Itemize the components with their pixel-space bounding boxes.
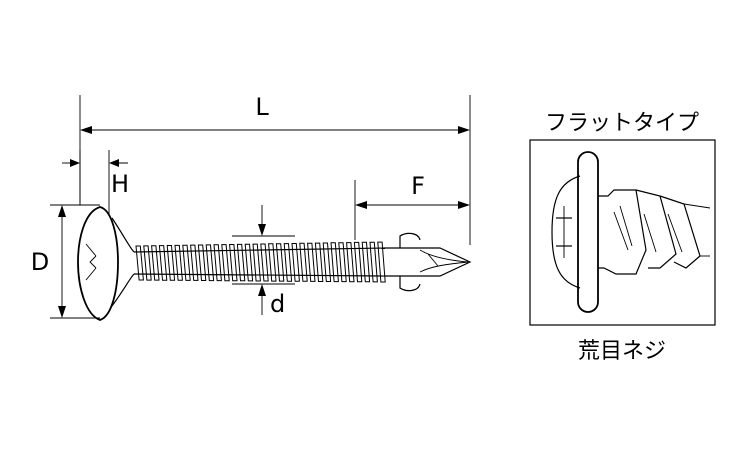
- dim-label-L: L: [255, 93, 269, 121]
- inset-frame: [529, 139, 716, 326]
- thread-crest: [260, 243, 269, 282]
- shank-diameter-dimension: d: [232, 205, 295, 318]
- dim-label-d: d: [270, 290, 285, 318]
- thread-crest: [236, 243, 246, 282]
- thread-crest: [330, 242, 339, 283]
- thread-crest: [283, 243, 293, 282]
- thread-crest: [229, 244, 238, 282]
- thread-crest: [353, 241, 363, 283]
- thread-crest: [158, 245, 168, 281]
- thread-crest: [205, 244, 215, 282]
- thread-crest: [182, 244, 191, 281]
- length-dimension: L: [79, 93, 471, 245]
- thread-crest: [252, 243, 261, 282]
- screw-threads: [135, 241, 386, 283]
- inset-caption: 荒目ネジ: [578, 339, 666, 364]
- thread-crest: [166, 245, 176, 281]
- inset-title: フラットタイプ: [545, 111, 699, 136]
- dim-label-H: H: [111, 170, 129, 198]
- thread-crest: [361, 241, 371, 283]
- thread-crest: [377, 241, 386, 283]
- thread-crest: [244, 243, 254, 282]
- dim-label-F: F: [411, 172, 425, 200]
- drill-point: [385, 232, 472, 292]
- thread-crest: [307, 242, 316, 282]
- thread-crest: [197, 244, 207, 281]
- dim-label-D: D: [31, 248, 49, 276]
- drill-point-dimension: F: [354, 172, 470, 240]
- thread-crest: [369, 241, 378, 283]
- thread-crest: [221, 244, 230, 282]
- thread-crest: [143, 245, 152, 281]
- thread-crest: [338, 242, 347, 283]
- head-diameter-dimension: D: [31, 204, 100, 319]
- thread-crest: [151, 245, 160, 281]
- thread-crest: [275, 243, 285, 282]
- screw-head: [77, 206, 135, 321]
- flat-type-inset: フラットタイプ 荒目ネジ: [529, 111, 716, 364]
- thread-crest: [314, 242, 324, 282]
- thread-crest: [268, 243, 277, 282]
- inset-head-plate: [577, 151, 599, 313]
- thread-crest: [299, 242, 308, 282]
- thread-crest: [190, 244, 199, 281]
- thread-crest: [291, 243, 300, 282]
- thread-crest: [322, 242, 332, 282]
- head-height-dimension: H: [62, 150, 129, 215]
- thread-crest: [135, 245, 144, 281]
- thread-crest: [346, 242, 355, 283]
- thread-crest: [174, 244, 183, 281]
- thread-crest: [213, 244, 222, 282]
